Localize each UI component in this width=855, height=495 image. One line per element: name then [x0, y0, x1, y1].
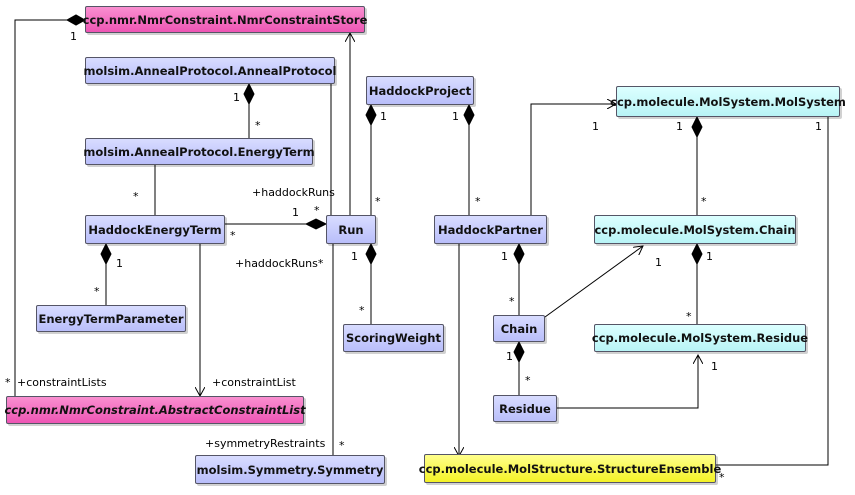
label-energy-term-star: *	[255, 119, 261, 132]
label-res-msres-one: 1	[711, 360, 718, 373]
label-ensemble-star: *	[719, 471, 725, 484]
class-energy-term-parameter[interactable]: EnergyTermParameter	[36, 305, 186, 332]
class-abstract-constraint-list[interactable]: ccp.nmr.NmrConstraint.AbstractConstraint…	[4, 396, 306, 424]
label-symmetry-star: *	[339, 439, 345, 452]
chain-mschain-link	[544, 246, 643, 318]
class-nmr-constraint-store[interactable]: ccp.nmr.NmrConstraint.NmrConstraintStore	[83, 6, 367, 33]
label-mschain-res-star: *	[686, 310, 692, 323]
class-structure-ensemble[interactable]: ccp.molecule.MolStructure.StructureEnsem…	[419, 454, 721, 483]
project-partner-diamond	[463, 103, 475, 127]
chain-residue-diamond	[513, 340, 525, 364]
class-residue[interactable]: Residue	[493, 395, 557, 422]
label-haddock-runs-b: +haddockRuns*	[235, 257, 324, 270]
molsys-ensemble-link	[716, 117, 829, 466]
label-chain-res-one: 1	[506, 350, 513, 363]
label-res-star: *	[525, 374, 531, 387]
label-constraint-list: +constraintList	[212, 376, 296, 389]
label-partner-molsys-one: 1	[592, 120, 599, 133]
class-scoring-weight[interactable]: ScoringWeight	[343, 324, 444, 352]
class-run[interactable]: Run	[326, 215, 376, 244]
class-haddock-partner[interactable]: HaddockPartner	[434, 215, 547, 244]
label-run-star: *	[314, 204, 320, 217]
class-mol-system-residue[interactable]: ccp.molecule.MolSystem.Residue	[592, 324, 808, 352]
label-molsys-chain-one: 1	[676, 120, 683, 133]
label-energyterm-het-star: *	[133, 190, 139, 203]
class-haddock-project[interactable]: HaddockProject	[366, 76, 474, 105]
label-molsys-one-b: 1	[815, 120, 822, 133]
label-het-one: 1	[116, 257, 123, 270]
label-chain-mschain-one: 1	[655, 256, 662, 269]
label-project-partner-star: *	[475, 195, 481, 208]
label-het-star: *	[230, 229, 236, 242]
label-haddock-runs-a: +haddockRuns	[252, 186, 335, 199]
partner-chain-diamond	[513, 242, 525, 266]
label-partner-chain-one: 1	[501, 250, 508, 263]
residue-msres-link	[557, 355, 698, 409]
class-mol-system-chain[interactable]: ccp.molecule.MolSystem.Chain	[594, 215, 796, 244]
class-symmetry[interactable]: molsim.Symmetry.Symmetry	[195, 455, 385, 484]
label-project-partner-one: 1	[452, 110, 459, 123]
store-diamond	[65, 14, 87, 26]
label-store-one: 1	[70, 30, 77, 43]
label-store-star: *	[5, 376, 11, 389]
label-run-one: 1	[292, 206, 299, 219]
store-constraintlist-link	[14, 19, 85, 409]
label-project-run-one: 1	[380, 110, 387, 123]
class-mol-system[interactable]: ccp.molecule.MolSystem.MolSystem	[610, 86, 846, 117]
partner-molsys-link	[530, 104, 616, 215]
label-sw-star: *	[359, 304, 365, 317]
label-chain-star: *	[509, 295, 515, 308]
class-anneal-protocol[interactable]: molsim.AnnealProtocol.AnnealProtocol	[84, 57, 337, 84]
label-anneal-one: 1	[233, 91, 240, 104]
label-molsys-chain-star: *	[701, 195, 707, 208]
het-diamond	[100, 242, 112, 266]
class-chain[interactable]: Chain	[493, 315, 545, 342]
label-etp-star: *	[94, 285, 100, 298]
label-symmetry-restraints: +symmetryRestraints	[205, 437, 326, 450]
project-run-diamond	[365, 103, 377, 127]
label-project-run-star: *	[375, 195, 381, 208]
run-sw-diamond	[365, 242, 377, 266]
label-constraint-lists: +constraintLists	[17, 376, 107, 389]
mschain-diamond	[691, 242, 703, 266]
anneal-diamond	[243, 82, 255, 106]
label-mschain-one: 1	[706, 250, 713, 263]
molsys-diamond	[691, 115, 703, 139]
class-energy-term[interactable]: molsim.AnnealProtocol.EnergyTerm	[83, 138, 315, 165]
run-het-diamond	[304, 218, 328, 230]
label-run-sw-one: 1	[351, 250, 358, 263]
class-haddock-energy-term[interactable]: HaddockEnergyTerm	[85, 215, 225, 244]
